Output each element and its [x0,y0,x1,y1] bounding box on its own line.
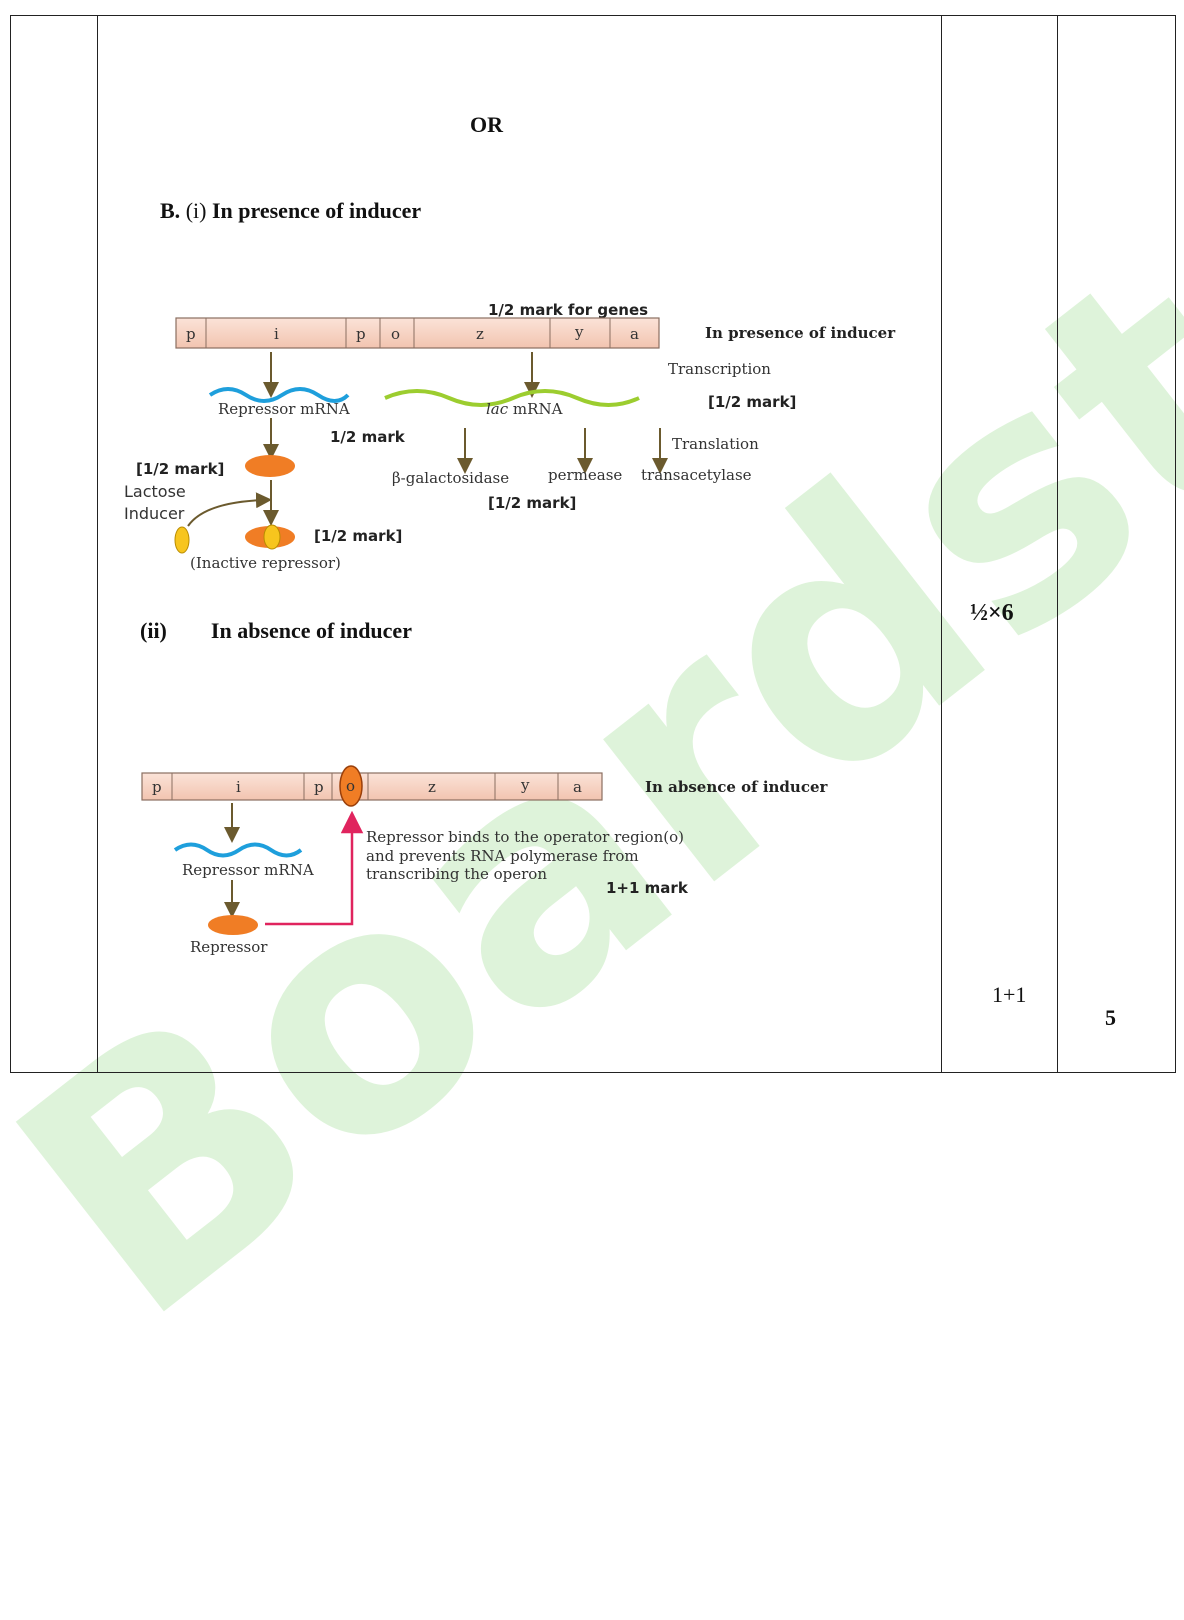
gene-label: p [186,325,196,343]
repressor-mrna-wave [208,387,350,403]
gene-strip: p i p o z y a [141,765,603,807]
total-marks: 5 [1105,1005,1116,1030]
gene-label: o [391,325,400,343]
diagram1-heading: In presence of inducer [705,324,896,342]
half-mark-label: 1/2 mark [330,428,406,446]
repressor-mark: [1/2 mark] [136,460,224,478]
lac-italic: lac [486,400,509,418]
note-line: transcribing the operon [366,865,547,883]
gene-label: o [346,777,355,795]
gene-label: i [274,325,279,343]
section-b-heading: B. (i) In presence of inducer [160,198,421,224]
section-ii-title: In absence of inducer [210,618,412,643]
gene-label: p [356,325,366,343]
gene-label: a [573,778,582,796]
diagram2-heading: In absence of inducer [645,778,828,796]
gene-label: a [630,325,639,343]
lac-mrna-wave [384,389,640,407]
section-b-letter: B. [160,198,181,223]
gene-label: z [476,325,484,343]
repressor-mrna-label: Repressor mRNA [218,400,350,418]
gene-label: y [520,776,530,794]
note-line: and prevents RNA polymerase from [366,847,639,865]
enzyme-label: β-galactosidase [392,469,509,487]
marks-half-times-six: ½×6 [970,600,1014,626]
enzyme-label: transacetylase [641,466,752,484]
repressor-binding-arrow [265,810,364,926]
repressor-mrna-label: Repressor mRNA [182,861,314,879]
genes-mark-label: 1/2 mark for genes [488,301,648,319]
answer-table [10,15,1176,1073]
diagram2-mark: 1+1 mark [606,879,689,897]
column-divider [941,16,942,1072]
gene-label: z [428,778,436,796]
transcription-mark: [1/2 mark] [708,393,796,411]
repressor-protein [208,915,258,935]
inducer-label: Inducer [124,504,185,523]
inactive-repressor-mark: [1/2 mark] [314,527,402,545]
section-b-part: (i) [185,198,207,223]
gene-label: p [314,778,324,796]
section-ii-label: (ii) [140,618,167,643]
section-b-title: In presence of inducer [211,198,422,223]
repressor-mrna-wave [173,842,303,858]
gene-label: p [152,778,162,796]
gene-label: y [574,323,584,341]
lactose-label: Lactose [124,482,186,501]
or-label: OR [470,112,503,137]
marks-one-plus-one: 1+1 [992,982,1027,1007]
enzymes-mark: [1/2 mark] [488,494,576,512]
inactive-repressor-label: (Inactive repressor) [190,554,341,572]
mrna-text: mRNA [508,400,562,418]
operator-with-repressor [339,765,363,807]
gene-label: i [236,778,241,796]
translation-label: Translation [672,435,759,453]
bound-inducer [263,524,281,550]
section-ii-heading: (ii) In absence of inducer [140,618,412,644]
lac-mrna-label: lac mRNA [486,400,563,418]
repressor-protein [245,455,295,477]
transcription-label: Transcription [668,360,771,378]
column-divider [1057,16,1058,1072]
repressor-label: Repressor [190,938,268,956]
inducer-binding-arrow [187,492,272,527]
column-divider [97,16,98,1072]
enzyme-label: permease [548,466,622,484]
gene-strip: p i p o z y a [175,317,660,349]
note-line: Repressor binds to the operator region(o… [366,828,684,846]
inducer-molecule [174,526,190,554]
